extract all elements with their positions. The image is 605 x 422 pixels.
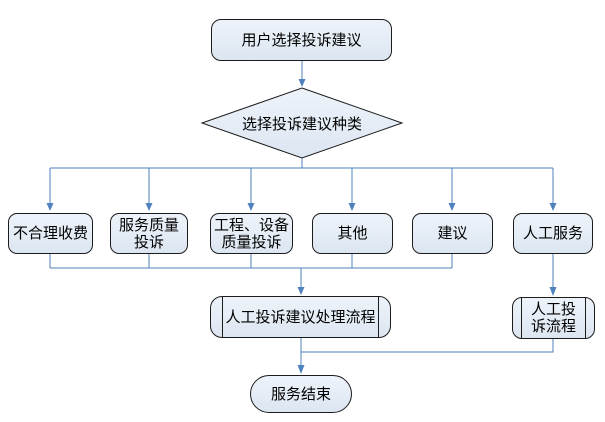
process-label: 人工投 诉流程 <box>530 300 576 335</box>
branch-service-quality-complaint: 服务质量 投诉 <box>110 213 188 254</box>
start-node-label: 用户选择投诉建议 <box>241 30 362 49</box>
end-node: 服务结束 <box>250 375 352 413</box>
process-manual-complaint-suggestion-flow: 人工投诉建议处理流程 <box>210 296 391 338</box>
branch-unreasonable-charges: 不合理收费 <box>8 213 93 254</box>
decision-node-label: 选择投诉建议种类 <box>241 114 362 133</box>
branch-label: 工程、设备 质量投诉 <box>213 215 289 251</box>
process-label: 人工投诉建议处理流程 <box>225 307 376 326</box>
branch-label: 不合理收费 <box>12 224 88 242</box>
branch-manual-service: 人工服务 <box>513 213 593 254</box>
branch-label: 服务质量 投诉 <box>118 215 179 251</box>
decision-node: 选择投诉建议种类 <box>212 114 392 133</box>
branch-suggestion: 建议 <box>412 213 493 254</box>
end-node-label: 服务结束 <box>270 384 331 403</box>
branch-other: 其他 <box>312 213 393 254</box>
branch-label: 其他 <box>337 224 368 242</box>
branch-equipment-quality-complaint: 工程、设备 质量投诉 <box>210 213 293 254</box>
branch-label: 人工服务 <box>522 224 583 242</box>
branch-label: 建议 <box>437 224 468 242</box>
start-node: 用户选择投诉建议 <box>211 19 392 61</box>
process-manual-complaint-flow: 人工投 诉流程 <box>512 297 595 339</box>
